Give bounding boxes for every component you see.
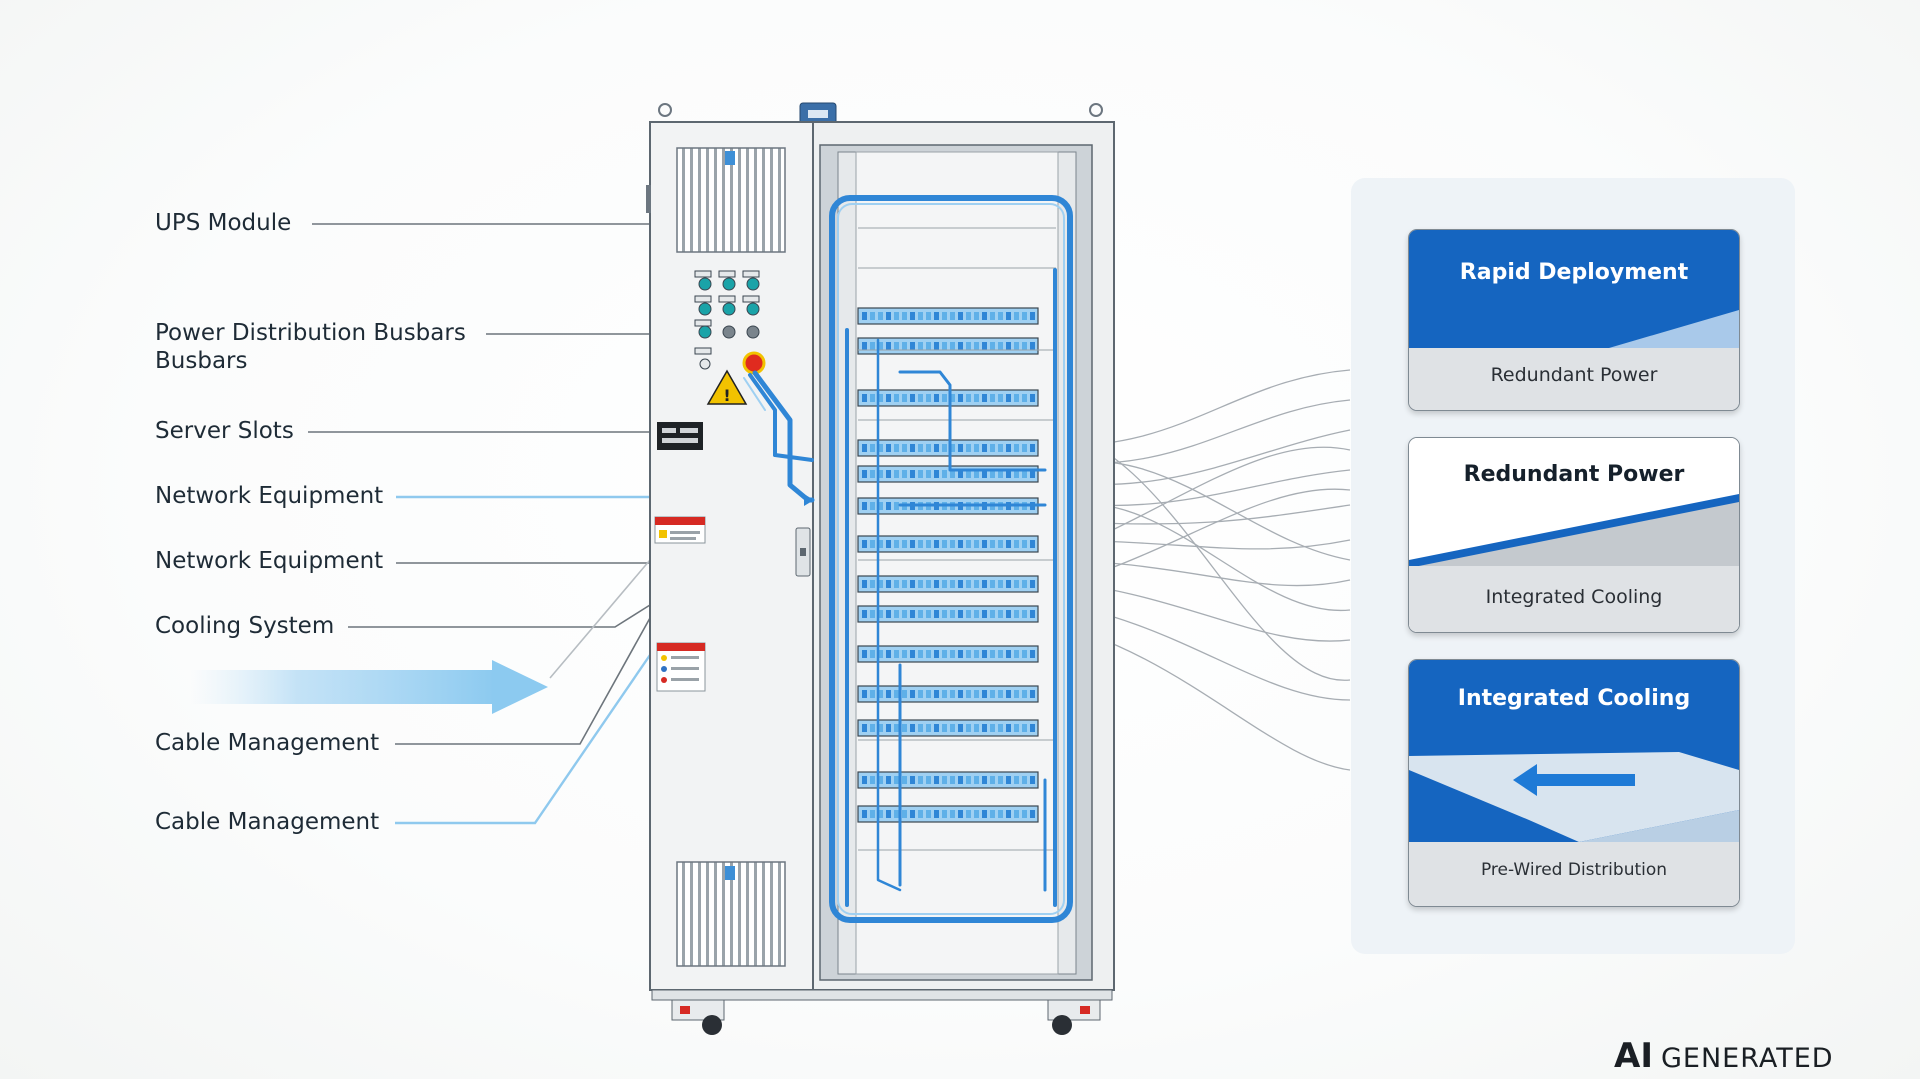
feature-card-redundant-power: Redundant Power Integrated Cooling [1408,437,1740,633]
card-title: Integrated Cooling [1457,686,1691,711]
server-unit [857,685,1039,703]
server-unit [857,439,1039,457]
warning-triangle-icon: ! [706,369,748,405]
arrow-left-icon [1513,764,1635,796]
caster-wheel-icon [1047,999,1101,1035]
server-unit [857,771,1039,789]
server-unit [857,645,1039,663]
card-title: Rapid Deployment [1459,260,1689,285]
callout-power-distribution-busbars: Power Distribution Busbars Busbars [155,320,466,374]
airflow-arrow-icon [190,660,548,714]
card-graphic [1409,230,1739,410]
callout-cable-management: Cable Management [155,809,380,835]
server-slots [857,227,1056,851]
server-unit [857,575,1039,593]
callout-server-slots: Server Slots [155,418,294,444]
svg-text:!: ! [723,386,730,405]
caster-wheel-icon [671,999,725,1035]
emergency-stop-icon [742,351,766,375]
cabinet: ! [646,102,1115,1035]
callout-network-equipment: Network Equipment [155,548,384,574]
server-unit [857,337,1039,355]
leader-lines [308,223,693,745]
server-unit [857,465,1039,483]
card-subtitle: Integrated Cooling [1485,586,1663,608]
callout-network-equipment: Network Equipment [155,483,384,509]
callout-ups-module: UPS Module [155,210,292,236]
feature-card-integrated-cooling: Integrated Cooling Pre-Wired Distributio… [1408,659,1740,907]
card-title: Redundant Power [1463,462,1685,487]
server-unit [857,307,1039,325]
callout-cable-management: Cable Management [155,730,380,756]
server-unit [857,719,1039,737]
server-unit [857,535,1039,553]
server-unit [857,805,1039,823]
server-unit [857,389,1039,407]
vent-grille-icon [676,147,786,253]
watermark-text: GENERATED [1660,1043,1834,1074]
watermark-mark: AI [1614,1036,1653,1076]
feature-card-rapid-deployment: Rapid Deployment Redundant Power [1408,229,1740,411]
card-graphic [1409,438,1739,632]
card-subtitle: Redundant Power [1490,364,1658,386]
callout-cooling-system: Cooling System [155,613,335,639]
card-graphic [1409,660,1739,906]
card-subtitle: Pre-Wired Distribution [1480,860,1668,880]
server-unit [857,605,1039,623]
